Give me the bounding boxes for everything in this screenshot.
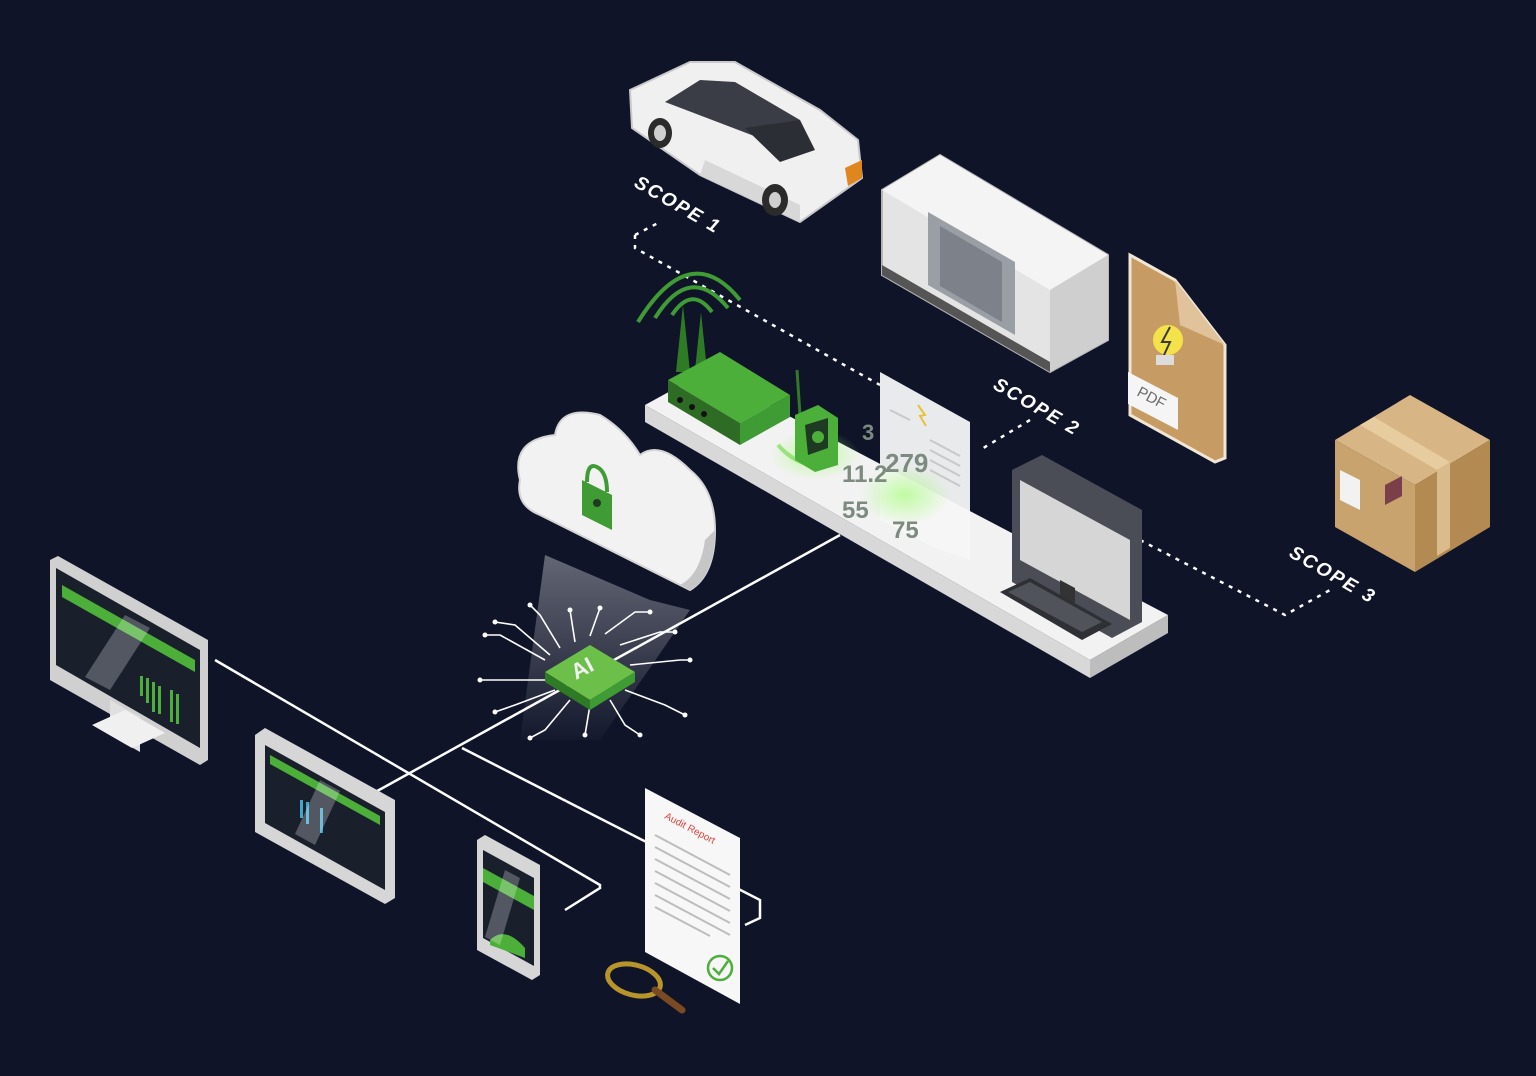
circuit-traces [480,604,690,739]
cloud-lock-icon [517,411,717,740]
magnifier-icon [605,961,686,1014]
report-lines [654,834,731,937]
readout-value-5: 75 [892,517,919,544]
monitor-icon [1000,455,1142,640]
check-circle-icon [706,954,734,982]
readout-value-3: 279 [885,448,928,478]
readout-value-1: 3 [862,420,874,445]
desktop-dashboard-icon [50,556,208,765]
readout-value-4: 55 [842,497,869,524]
tablet-dashboard-icon [255,728,395,904]
car-icon [628,61,864,224]
readout-value-2: 11.2 [842,461,887,488]
meter-readouts: 3 11.2 279 55 75 [842,420,928,544]
scope-3-label: SCOPE 3 [1286,542,1380,608]
scope-2-label: SCOPE 2 [990,374,1084,440]
utility-bill-icon [860,372,970,560]
circuit-nodes [477,602,693,741]
package-box-icon [1335,395,1490,572]
audit-report-icon: Audit Report [645,788,740,1004]
pdf-file-icon: PDF [1128,252,1227,464]
desktop-chart-bars [140,676,179,724]
router-icon [636,271,790,445]
phone-dashboard-icon [477,835,540,980]
iot-sensor-icon [770,369,860,480]
tablet-chart-bars [300,800,323,833]
ai-chip-icon: AI [477,602,693,741]
scope-1-label: SCOPE 1 [631,172,725,238]
dashed-scope-lines [633,220,1331,617]
generator-icon [881,153,1109,374]
